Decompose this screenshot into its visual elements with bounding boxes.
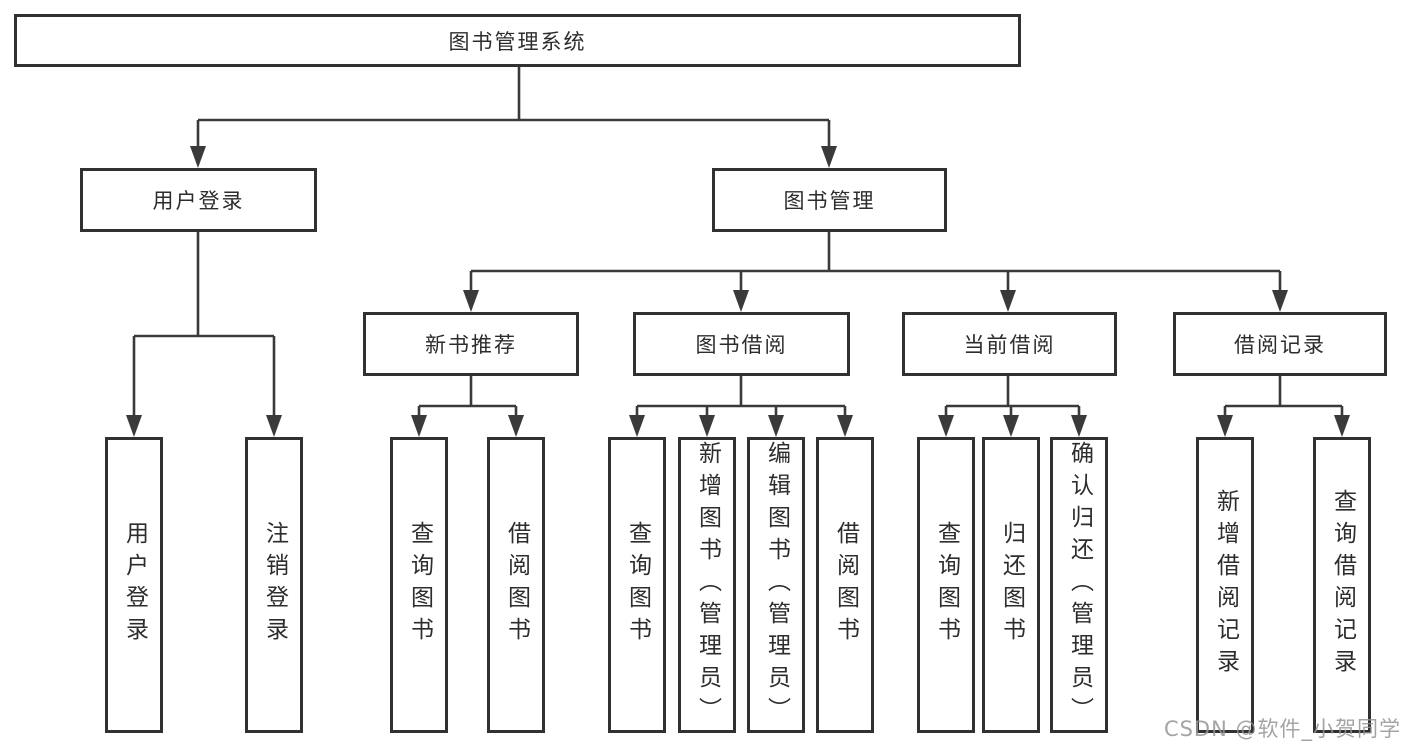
node-user-login: 用户登录 <box>80 168 317 232</box>
node-label: 图书管理 <box>783 189 876 213</box>
leaf-current-confirm-return-admin: 确认归还（管理员） <box>1050 437 1108 733</box>
node-label: 用户登录 <box>121 521 148 649</box>
node-current-borrowing: 当前借阅 <box>902 312 1117 376</box>
node-label: 注销登录 <box>261 521 288 649</box>
leaf-current-return-books: 归还图书 <box>982 437 1040 733</box>
leaf-recommend-search-books: 查询图书 <box>390 437 448 733</box>
leaf-logout: 注销登录 <box>245 437 303 733</box>
node-label: 借阅图书 <box>832 521 859 649</box>
node-book-borrowing: 图书借阅 <box>633 312 850 376</box>
node-label: 查询图书 <box>624 521 651 649</box>
node-label: 用户登录 <box>152 189 245 213</box>
leaf-borrow-borrow-books: 借阅图书 <box>816 437 874 733</box>
node-label: 新增图书（管理员） <box>694 441 721 729</box>
node-label: 借阅记录 <box>1234 333 1326 357</box>
node-label: 查询图书 <box>406 521 433 649</box>
node-label: 当前借阅 <box>963 333 1056 357</box>
csdn-watermark: CSDN @软件_小贺同学 <box>1163 717 1401 741</box>
node-new-book-recommendation: 新书推荐 <box>363 312 579 376</box>
node-label: 图书借阅 <box>695 333 788 357</box>
node-label: 归还图书 <box>998 521 1025 649</box>
node-borrowing-records: 借阅记录 <box>1173 312 1387 376</box>
node-label: 查询借阅记录 <box>1329 489 1356 681</box>
leaf-records-search-record: 查询借阅记录 <box>1313 437 1371 733</box>
node-book-management: 图书管理 <box>712 168 947 232</box>
node-label: 新增借阅记录 <box>1212 489 1239 681</box>
node-library-system: 图书管理系统 <box>14 14 1021 67</box>
leaf-records-add-record: 新增借阅记录 <box>1196 437 1254 733</box>
leaf-borrow-edit-books-admin: 编辑图书（管理员） <box>747 437 805 733</box>
node-label: 查询图书 <box>933 521 960 649</box>
node-label: 确认归还（管理员） <box>1066 441 1093 729</box>
leaf-current-search-books: 查询图书 <box>917 437 975 733</box>
node-label: 编辑图书（管理员） <box>763 441 790 729</box>
leaf-borrow-search-books: 查询图书 <box>608 437 666 733</box>
node-label: 借阅图书 <box>503 521 530 649</box>
node-label: 图书管理系统 <box>448 29 587 54</box>
leaf-recommend-borrow-books: 借阅图书 <box>487 437 545 733</box>
leaf-borrow-add-books-admin: 新增图书（管理员） <box>678 437 736 733</box>
leaf-user-login: 用户登录 <box>105 437 163 733</box>
node-label: 新书推荐 <box>425 333 517 357</box>
